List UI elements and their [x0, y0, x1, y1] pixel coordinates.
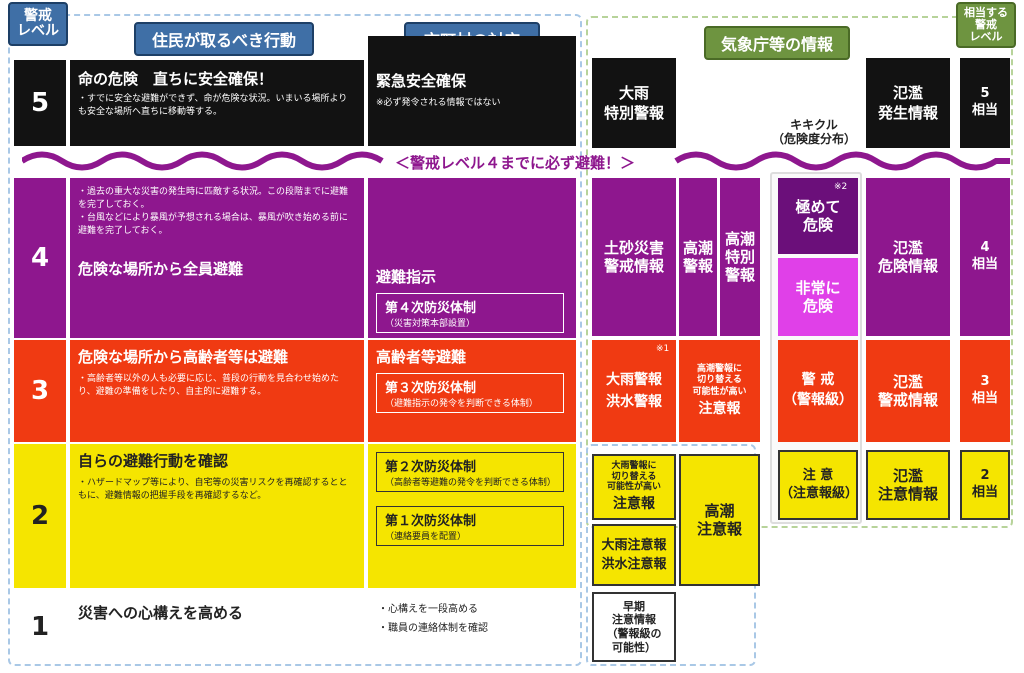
heavy-rain-special-warning: 大雨 特別警報 [592, 58, 676, 148]
level4-muni-title: 避難指示 [376, 268, 437, 286]
level4-action-title: 危険な場所から全員避難 [78, 260, 244, 279]
level5-muni-title: 緊急安全確保 [376, 72, 467, 90]
level2-right: 2 相当 [960, 450, 1010, 520]
level4-action-notes: ・過去の重大な災害の発生時に匹敵する状況。この段階までに避難を完了しておく。 ・… [78, 187, 349, 237]
level2-muni-box1-sub: （高齢者等避難の発令を判断できる体制） [385, 478, 556, 488]
residents-municipality-frame [8, 14, 582, 666]
storm-surge-switch-note: 高潮警報に 切り替える 可能性が高い [692, 364, 747, 397]
level5-right: 5 相当 [960, 58, 1010, 148]
level4-muni-box-title: 第４次防災体制 [385, 301, 477, 316]
level4-municipality: 避難指示 第４次防災体制 （災害対策本部設置） [368, 178, 576, 338]
level5-number: 5 [14, 60, 66, 146]
note-1: ※1 [656, 344, 670, 354]
level5-action-title: 命の危険 直ちに安全確保！ [78, 70, 274, 88]
level5-action-notes: ・すでに安全な避難ができず、命が危険な状況。いまいる場所よりも安全な場所へ直ちに… [78, 94, 348, 118]
level2-muni-box2: 第１次防災体制 （連絡要員を配置） [376, 506, 564, 546]
level3-muni-box-sub: （避難指示の発令を判断できる体制） [385, 399, 538, 409]
level3-action-title: 危険な場所から高齢者等は避難 [78, 348, 289, 366]
jma-frame [586, 16, 1013, 528]
level3-muni-box: 第３次防災体制 （避難指示の発令を判断できる体制） [376, 373, 564, 413]
level3-number: 3 [14, 340, 66, 442]
banner-wave [22, 151, 1010, 171]
landslide-warning-info: 土砂災害 警戒情報 [592, 178, 676, 336]
caution-level: 注 意 （注意報級） [778, 450, 858, 520]
level1-action-title: 災害への心構えを高める [78, 604, 244, 622]
level3-action: 危険な場所から高齢者等は避難 ・高齢者等以外の人も必要に応じ、普段の行動を見合わ… [70, 340, 364, 442]
level1-municipality: ・心構えを一段高める ・職員の連絡体制を確認 [368, 590, 576, 664]
evacuation-banner: ＜警戒レベル４までに必ず避難！＞ [394, 153, 635, 172]
level4-muni-box-sub: （災害対策本部設置） [385, 319, 476, 329]
jma-header: 気象庁等の情報 [704, 26, 850, 60]
heavy-rain-flood-advisory: 大雨注意報 洪水注意報 [592, 524, 676, 586]
heavy-rain-switch-note: 大雨警報に 切り替える 可能性が高い [606, 460, 661, 493]
level1-action: 災害への心構えを高める [70, 590, 364, 664]
flood-caution-info: 氾濫 注意情報 [866, 450, 950, 520]
kikikuru-label: キキクル （危険度分布） [771, 117, 856, 146]
level2-action-notes: ・ハザードマップ等により、自宅等の災害リスクを再確認するとともに、避難情報の把握… [78, 478, 348, 502]
level2-action: 自らの避難行動を確認 ・ハザードマップ等により、自宅等の災害リスクを再確認すると… [70, 444, 364, 588]
level4-muni-box: 第４次防災体制 （災害対策本部設置） [376, 293, 564, 333]
level2-muni-box2-sub: （連絡要員を配置） [385, 532, 467, 542]
very-dangerous: 非常に 危険 [778, 258, 858, 336]
storm-surge-switch-advisory: 注意報 [698, 400, 741, 417]
level5-action: 命の危険 直ちに安全確保！ ・すでに安全な避難ができず、命が危険な状況。いまいる… [70, 60, 364, 146]
level2-action-title: 自らの避難行動を確認 [78, 452, 229, 470]
level2-muni-box2-title: 第１次防災体制 [385, 514, 477, 529]
heavy-rain-switch-advisory-label: 注意報 [613, 496, 655, 513]
level2-municipality: 第２次防災体制 （高齢者等避難の発令を判断できる体制） 第１次防災体制 （連絡要… [368, 444, 576, 588]
level2-muni-box1-title: 第２次防災体制 [385, 460, 477, 475]
level3-muni-box-title: 第３次防災体制 [385, 381, 477, 396]
left-level-header: 警戒 レベル [8, 2, 68, 46]
flood-danger-info: 氾濫 危険情報 [866, 178, 950, 336]
level5-municipality: 緊急安全確保 ※必ず発令される情報ではない [368, 36, 576, 146]
level1-number: 1 [14, 590, 66, 664]
level5-muni-note: ※必ず発令される情報ではない [376, 98, 501, 108]
right-level-header: 相当する 警戒 レベル [956, 2, 1016, 48]
level2-muni-box1: 第２次防災体制 （高齢者等避難の発令を判断できる体制） [376, 452, 564, 492]
level4-number: 4 [14, 178, 66, 338]
storm-surge-advisory: 高潮 注意報 [679, 454, 760, 586]
storm-surge-advisory-switch: 高潮警報に 切り替える 可能性が高い 注意報 [679, 340, 760, 442]
flood-warning-info: 氾濫 警戒情報 [866, 340, 950, 442]
heavy-rain-switch-advisory: 大雨警報に 切り替える 可能性が高い 注意報 [592, 454, 676, 520]
level3-right: 3 相当 [960, 340, 1010, 442]
extremely-dangerous: 極めて 危険 [778, 178, 858, 254]
storm-surge-special-warning: 高潮 特別 警報 [720, 178, 760, 336]
flood-occurrence-info: 氾濫 発生情報 [866, 58, 950, 148]
level1-muni-notes: ・心構えを一段高める ・職員の連絡体制を確認 [378, 604, 488, 634]
note-2: ※2 [834, 182, 848, 192]
level3-municipality: 高齢者等避難 第３次防災体制 （避難指示の発令を判断できる体制） [368, 340, 576, 442]
level3-action-notes: ・高齢者等以外の人も必要に応じ、普段の行動を見合わせ始めたり、避難の準備をしたり… [78, 374, 340, 398]
warning-level: 警 戒 （警報級） [778, 340, 858, 442]
level3-muni-title: 高齢者等避難 [376, 348, 467, 366]
level4-right: 4 相当 [960, 178, 1010, 336]
level4-action: ・過去の重大な災害の発生時に匹敵する状況。この段階までに避難を完了しておく。 ・… [70, 178, 364, 338]
heavy-rain-flood-warning: 大雨警報 洪水警報 [592, 340, 676, 442]
level2-number: 2 [14, 444, 66, 588]
residents-header: 住民が取るべき行動 [134, 22, 314, 56]
storm-surge-warning: 高潮 警報 [679, 178, 717, 336]
early-warning-info: 早期 注意情報 （警報級の 可能性） [592, 592, 676, 662]
